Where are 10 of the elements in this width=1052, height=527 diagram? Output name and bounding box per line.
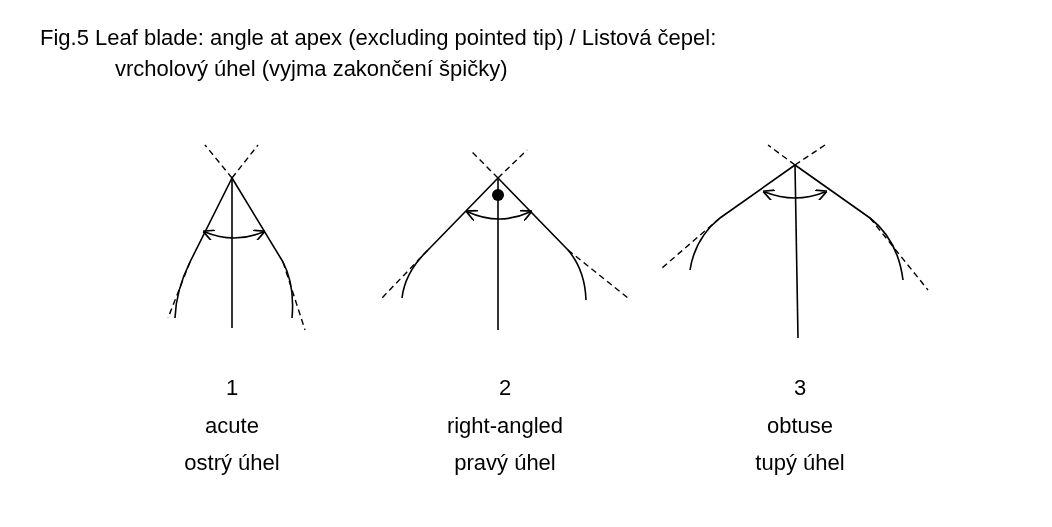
angle-name-english: obtuse	[766, 414, 834, 438]
figure-number: 1	[225, 376, 239, 400]
angle-name-english: acute	[205, 414, 259, 438]
angle-name-czech: pravý úhel	[454, 451, 556, 475]
figure-title: Fig.5 Leaf blade: angle at apex (excluding pointed tip) / Listová čepel: vrcholový úhel (vyjma zakončení špičky)	[40, 24, 718, 83]
figure-number: 3	[793, 376, 807, 400]
angle-name-english: right-angled	[446, 414, 564, 438]
angle-name-czech: ostrý úhel	[184, 451, 280, 475]
angle-name-czech: tupý úhel	[755, 451, 845, 475]
figure-number: 2	[498, 376, 512, 400]
